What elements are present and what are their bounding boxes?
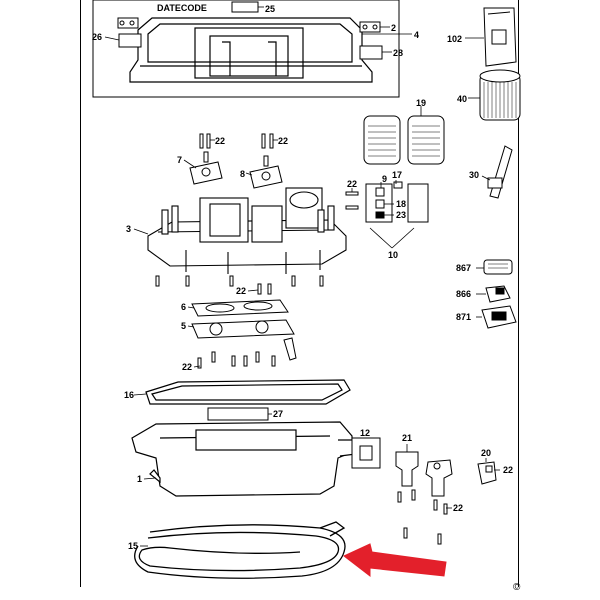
callout-30: 30 [469,170,480,180]
datecode-label: DATECODE [157,3,207,13]
callout-22-g: 22 [453,503,464,513]
cartridge-filter-40 [479,69,521,121]
callout-9: 9 [382,174,388,184]
callout-4: 4 [414,30,420,40]
screws-22-top [199,133,274,149]
lid-housing [129,17,373,83]
callout-26: 26 [92,32,103,42]
gasket-16 [145,379,351,405]
float-8 [249,155,283,189]
callout-22-a: 22 [215,136,226,146]
label-26 [118,33,142,48]
datecode-box [92,0,400,98]
tank-1 [131,421,357,497]
battery-871 [481,305,517,329]
gasket-6 [191,299,289,317]
callout-12: 12 [360,428,371,438]
callout-22-f: 22 [503,465,514,475]
callout-25: 25 [265,4,276,14]
leaders-switch [369,180,415,249]
callout-1: 1 [137,474,143,484]
callout-23: 23 [396,210,407,220]
datecode-plate [231,1,259,13]
callout-17: 17 [392,170,403,180]
part-21b [425,459,453,497]
callout-19: 19 [416,98,427,108]
hose-15 [134,521,346,579]
callout-22-e: 22 [182,362,193,372]
callout-22-d: 22 [236,286,247,296]
label-28 [359,45,383,60]
callout-3: 3 [126,224,132,234]
callout-20: 20 [481,448,492,458]
bracket-20 [477,461,497,485]
diagram-frame [80,0,519,587]
screws-22-low [155,275,324,295]
screws-22-mid [345,191,359,210]
callout-15: 15 [128,541,139,551]
pads-19 [363,115,445,165]
label-27 [207,407,269,421]
callout-6: 6 [181,302,187,312]
callout-102: 102 [447,34,463,44]
callout-27: 27 [273,409,284,419]
callout-18: 18 [396,199,407,209]
callout-22-b: 22 [278,136,289,146]
copyright-mark: © [513,582,521,593]
float-7 [189,151,223,185]
motor-assembly-3 [147,187,347,274]
switch-parts [365,181,429,223]
hanger-30 [487,145,513,199]
part-21 [395,451,419,487]
callout-8: 8 [240,169,246,179]
callout-871: 871 [456,312,472,322]
callout-867: 867 [456,263,472,273]
screws-22-right [397,489,448,545]
battery-867 [483,259,513,275]
latch-right [359,21,381,33]
red-arrow [343,543,447,578]
callout-5: 5 [181,321,187,331]
switch-12 [359,445,373,461]
plate-5 [191,319,297,361]
screws-22-bottom [197,351,276,369]
callout-10: 10 [388,250,399,260]
filter-bag-102 [483,7,517,67]
charger-866 [485,285,511,303]
callout-28: 28 [393,48,404,58]
callout-40: 40 [457,94,468,104]
leaders-top [104,6,412,53]
callout-22-c: 22 [347,179,358,189]
latch-left [117,17,139,29]
callout-16: 16 [124,390,135,400]
callout-21: 21 [402,433,413,443]
callout-866: 866 [456,289,472,299]
callout-2: 2 [391,23,397,33]
callout-7: 7 [177,155,183,165]
